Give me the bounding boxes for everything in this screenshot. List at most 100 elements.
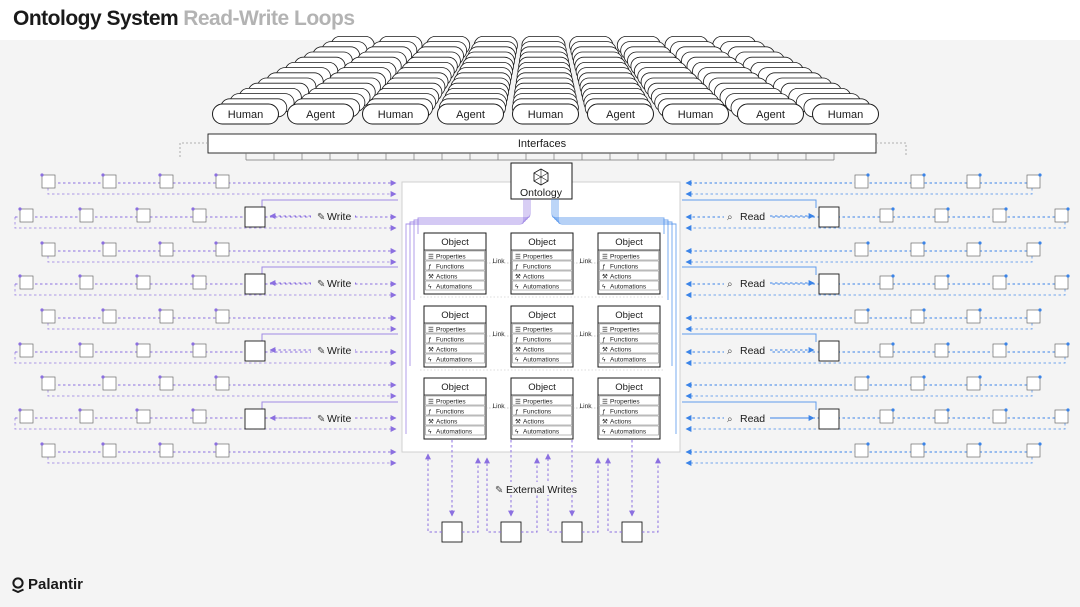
user-node [966,242,981,257]
user-node [992,409,1007,424]
object-row-label: Functions [523,409,552,416]
write-label-bg [311,276,355,289]
read-loop-return [685,452,1033,466]
user-node [41,174,56,189]
user-node [934,343,949,358]
node-dot [866,442,870,446]
node-dot [214,442,218,446]
object-row-label: Automations [523,357,560,364]
external-source-node [621,521,643,543]
node-dot [922,308,926,312]
palantir-logo: Palantir [11,576,83,593]
bolt-icon: ϟ [602,429,606,436]
user-node [79,343,94,358]
object-row-label: Automations [436,284,473,291]
user-node [41,242,56,257]
object-row-label: Functions [610,409,639,416]
object-row-label: Actions [523,419,545,426]
node-dot [1038,442,1042,446]
user-node [910,443,925,458]
write-loop-return [14,418,397,432]
user-node [19,208,34,223]
read-label-bg [724,411,770,424]
interfaces-left-link [179,142,208,157]
search-icon: ⌕ [727,414,733,425]
user-node [102,443,117,458]
node-dot [18,274,22,278]
node-dot [978,375,982,379]
node-dot [158,375,162,379]
object-row-label: Functions [436,337,465,344]
object-row-frame [512,405,572,416]
actor-human-pill [662,103,729,125]
node-dot [922,375,926,379]
external-write-arrow [605,457,622,533]
node-dot [78,274,82,278]
object-row-frame [512,333,572,344]
user-node [1026,376,1041,391]
node-dot [978,241,982,245]
node-dot [135,207,139,211]
object-row-frame [425,425,485,436]
node-dot [18,207,22,211]
node-dot [978,308,982,312]
node-dot [78,207,82,211]
write-loop-return [47,452,397,466]
read-label-text: Read [740,413,765,425]
object-row-frame [512,415,572,426]
write-target-node [244,206,266,228]
user-node [934,208,949,223]
object-row-frame [512,353,572,364]
node-dot [158,241,162,245]
object-row-frame [425,353,485,364]
user-node [41,309,56,324]
object-row-frame [599,353,659,364]
search-icon: ⌕ [727,279,733,290]
node-dot [78,342,82,346]
read-label: ⌕ Read [724,411,770,425]
write-bus-path [409,199,527,366]
user-node [79,409,94,424]
object-row-frame [425,323,485,334]
function-icon: ƒ [428,409,432,416]
read-label-bg [724,209,770,222]
hex-spokes [533,169,549,185]
user-node [215,376,230,391]
ontology-label: Ontology [520,187,563,199]
node-dot [214,308,218,312]
write-label-bg [311,209,355,222]
node-dot [891,274,895,278]
user-node [215,242,230,257]
function-icon: ƒ [515,409,519,416]
pencil-icon: ✎ [317,414,325,425]
list-icon: ☰ [428,327,434,334]
external-writes-label: ✎External Writes [493,482,587,496]
interfaces-right-link [876,142,907,157]
hammer-icon: ⚒ [428,418,434,426]
node-dot [922,442,926,446]
actor-label: Human [828,109,863,121]
node-dot [1038,375,1042,379]
user-node [159,174,174,189]
user-node [41,443,56,458]
object-title: Object [615,310,643,321]
pencil-icon: ✎ [317,279,325,290]
node-dot [191,342,195,346]
node-dot [1038,308,1042,312]
user-node [992,343,1007,358]
user-node [934,409,949,424]
hammer-icon: ⚒ [515,418,521,426]
read-label-bg [724,276,770,289]
write-label: ✎Write [311,209,355,223]
user-node [992,208,1007,223]
external-source-node [441,521,463,543]
user-node [879,208,894,223]
node-dot [101,173,105,177]
list-icon: ☰ [428,254,434,261]
user-node [79,275,94,290]
write-loop-return [47,385,397,399]
user-node [854,376,869,391]
